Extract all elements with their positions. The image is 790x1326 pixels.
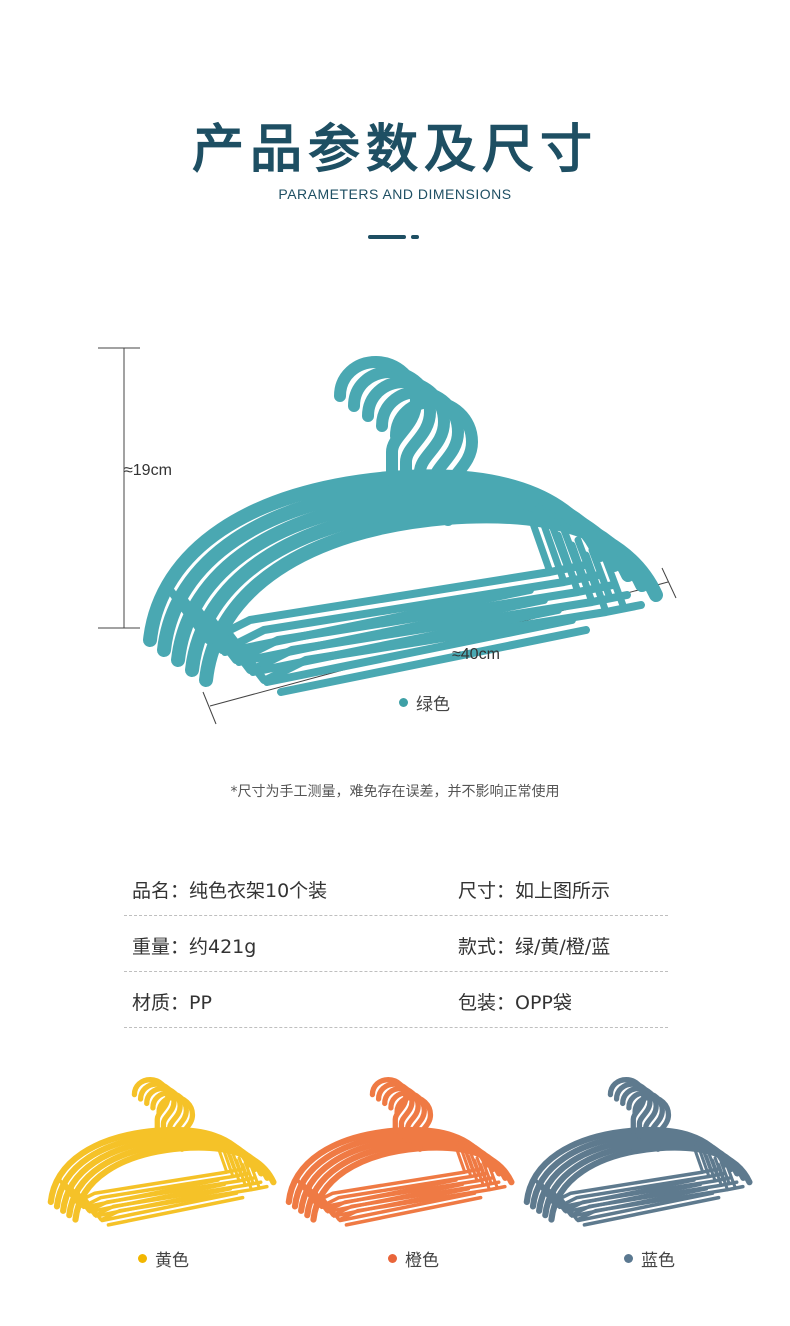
spec-package: 包装：OPP袋: [458, 992, 572, 1014]
page-subtitle: PARAMETERS AND DIMENSIONS: [278, 186, 512, 202]
spec-table: 品名：纯色衣架10个装 尺寸：如上图所示 重量：约421g 款式：绿/黄/橙/蓝…: [124, 860, 668, 1028]
height-label: ≈19cm: [124, 462, 172, 479]
color-dot-icon: [624, 1254, 633, 1263]
spec-weight: 重量：约421g: [132, 936, 257, 958]
spec-row: 材质：PP 包装：OPP袋: [124, 972, 668, 1028]
spec-product-name: 品名：纯色衣架10个装: [132, 880, 328, 902]
page-title: 产品参数及尺寸: [191, 120, 598, 180]
color-dot-icon: [138, 1254, 147, 1263]
hanger-icon: [143, 356, 607, 656]
height-dimension-line: [98, 347, 140, 629]
width-label: ≈40cm: [452, 646, 500, 663]
measurement-note: *尺寸为手工测量，难免存在误差，并不影响正常使用: [230, 784, 560, 800]
variant-label-orange: 橙色: [388, 1246, 439, 1271]
blue-hanger-image: [523, 1077, 753, 1227]
variant-label-text: 黄色: [155, 1251, 189, 1271]
spec-style: 款式：绿/黄/橙/蓝: [458, 936, 611, 958]
spec-material: 材质：PP: [132, 992, 212, 1014]
hero-color-text: 绿色: [416, 695, 450, 715]
yellow-hanger-image: [47, 1077, 277, 1227]
variant-label-text: 蓝色: [641, 1251, 675, 1271]
spec-row: 品名：纯色衣架10个装 尺寸：如上图所示: [124, 860, 668, 916]
color-dot-icon: [388, 1254, 397, 1263]
orange-hanger-image: [285, 1077, 515, 1227]
variant-label-text: 橙色: [405, 1251, 439, 1271]
hanger-icon: [285, 1077, 490, 1210]
variant-label-blue: 蓝色: [624, 1246, 675, 1271]
title-divider-long: [368, 235, 406, 239]
hero-hanger-image: [98, 347, 677, 725]
hanger-icon: [47, 1077, 252, 1210]
title-divider-short: [411, 235, 419, 239]
hero-color-label: 绿色: [399, 690, 450, 715]
hanger-icon: [523, 1077, 728, 1210]
spec-size: 尺寸：如上图所示: [458, 880, 611, 902]
variant-label-yellow: 黄色: [138, 1246, 189, 1271]
hanger-stack: [143, 356, 663, 696]
spec-row: 重量：约421g 款式：绿/黄/橙/蓝: [124, 916, 668, 972]
color-dot-icon: [399, 698, 408, 707]
